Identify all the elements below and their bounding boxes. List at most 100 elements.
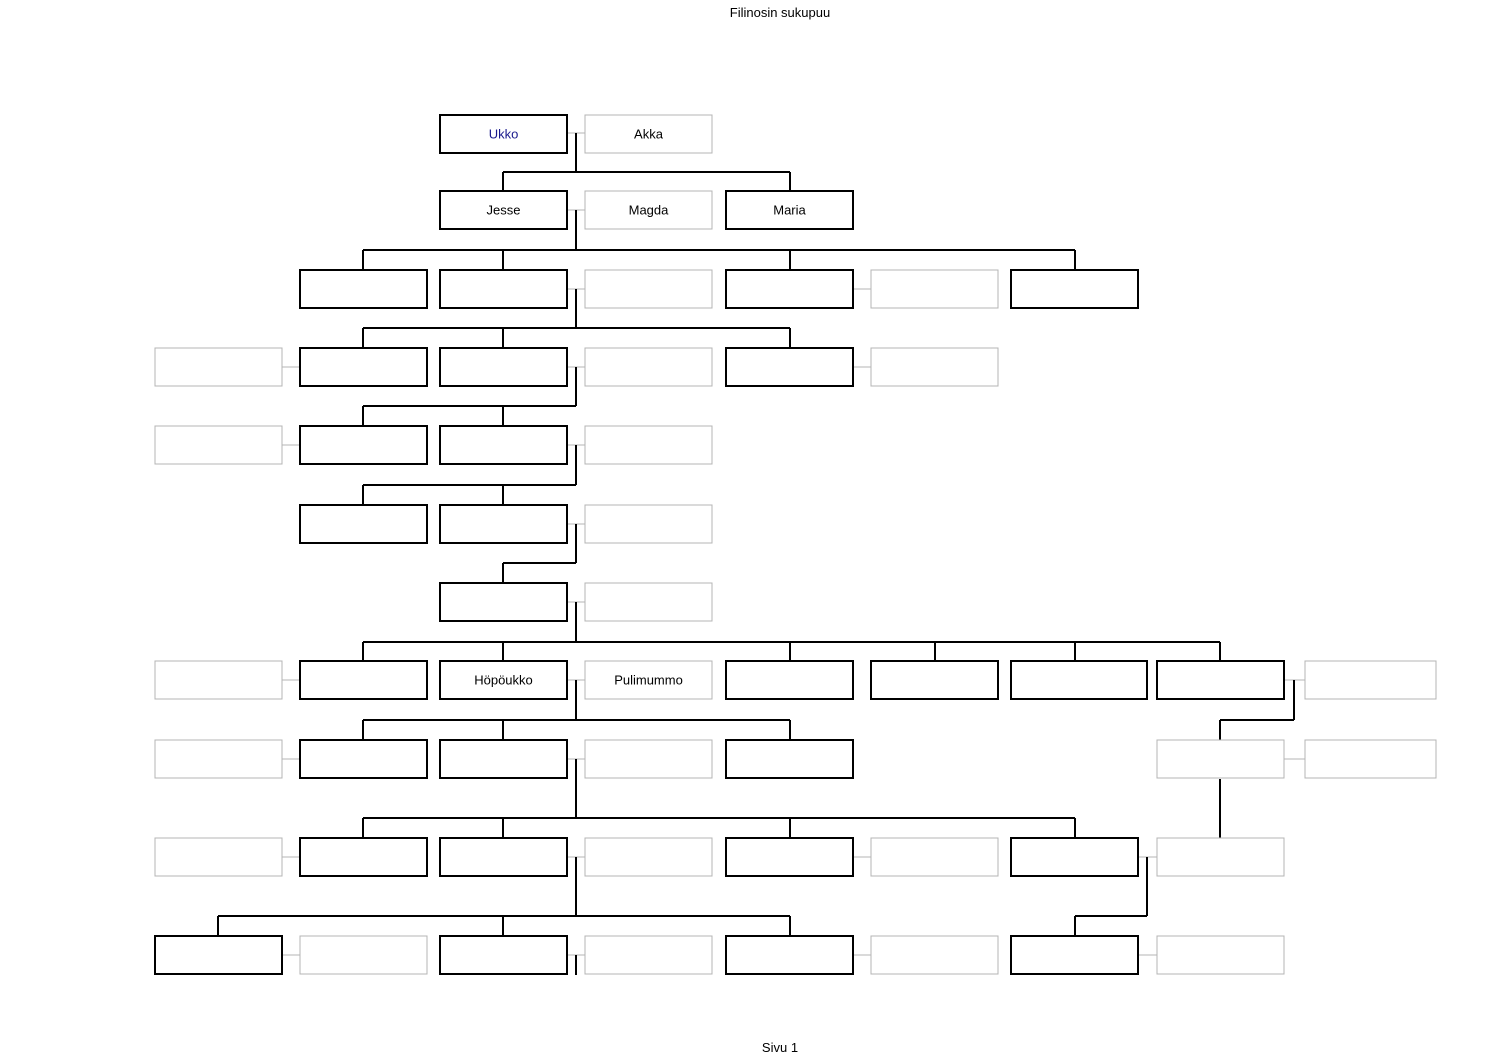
person-name: Maria <box>773 203 806 218</box>
person-box-frame <box>299 935 428 975</box>
person-box[interactable] <box>299 660 428 700</box>
person-box-frame <box>299 660 428 700</box>
person-box-frame <box>584 837 713 877</box>
spouse-person-box[interactable] <box>1304 660 1437 700</box>
spouse-person-box[interactable] <box>870 269 999 309</box>
person-box[interactable] <box>154 935 283 975</box>
spouse-person-box[interactable] <box>584 837 713 877</box>
person-box-frame <box>584 114 713 154</box>
spouse-person-box[interactable] <box>154 347 283 387</box>
person-box[interactable] <box>439 425 568 465</box>
person-box-frame <box>299 504 428 544</box>
person-box-frame <box>584 660 713 700</box>
person-box-ukko[interactable]: Ukko <box>439 114 568 154</box>
person-name: Ukko <box>489 127 519 142</box>
person-name: Höpöukko <box>474 673 533 688</box>
page-title: Filinosin sukupuu <box>729 5 831 20</box>
person-box-frame <box>299 739 428 779</box>
spouse-person-box-pulimummo[interactable]: Pulimummo <box>584 660 713 700</box>
spouse-person-box[interactable] <box>584 582 713 622</box>
person-box-frame <box>870 269 999 309</box>
person-box[interactable] <box>439 504 568 544</box>
spouse-person-box[interactable] <box>154 425 283 465</box>
spouse-person-box[interactable] <box>1156 837 1285 877</box>
person-name: Pulimummo <box>614 673 683 688</box>
person-box-frame <box>1010 660 1148 700</box>
person-box-frame <box>439 190 568 230</box>
person-box-frame <box>1010 837 1139 877</box>
spouse-person-box[interactable] <box>299 935 428 975</box>
spouse-person-box[interactable] <box>1304 739 1437 779</box>
person-box-frame <box>584 425 713 465</box>
person-box-frame <box>299 269 428 309</box>
person-box-maria[interactable]: Maria <box>725 190 854 230</box>
person-box[interactable] <box>299 269 428 309</box>
spouse-person-box[interactable] <box>870 935 999 975</box>
person-box-hopoukko[interactable]: Höpöukko <box>439 660 568 700</box>
person-box[interactable] <box>725 837 854 877</box>
person-box-frame <box>725 347 854 387</box>
person-box[interactable] <box>725 739 854 779</box>
person-box[interactable] <box>299 347 428 387</box>
person-box[interactable] <box>439 347 568 387</box>
person-box[interactable] <box>299 504 428 544</box>
person-box[interactable] <box>725 269 854 309</box>
person-box-jesse[interactable]: Jesse <box>439 190 568 230</box>
person-box[interactable] <box>439 837 568 877</box>
spouse-person-box[interactable] <box>584 739 713 779</box>
person-box-frame <box>439 935 568 975</box>
spouse-person-box[interactable] <box>1156 935 1285 975</box>
person-name: Akka <box>634 127 664 142</box>
person-box-frame <box>1156 837 1285 877</box>
spouse-person-box[interactable] <box>1156 739 1285 779</box>
person-box[interactable] <box>299 425 428 465</box>
person-box[interactable] <box>1010 935 1139 975</box>
person-box[interactable] <box>439 739 568 779</box>
person-box-frame <box>154 660 283 700</box>
spouse-person-box[interactable] <box>584 935 713 975</box>
spouse-person-box[interactable] <box>870 837 999 877</box>
person-box-frame <box>584 504 713 544</box>
spouse-person-box-akka[interactable]: Akka <box>584 114 713 154</box>
person-box-frame <box>1010 935 1139 975</box>
person-box[interactable] <box>439 269 568 309</box>
spouse-person-box[interactable] <box>154 660 283 700</box>
person-box[interactable] <box>1010 837 1139 877</box>
spouse-person-box[interactable] <box>584 504 713 544</box>
spouse-person-box[interactable] <box>584 269 713 309</box>
spouse-person-box[interactable] <box>154 837 283 877</box>
person-box-frame <box>870 837 999 877</box>
person-box[interactable] <box>1156 660 1285 700</box>
spouse-person-box[interactable] <box>870 347 999 387</box>
person-box-frame <box>870 347 999 387</box>
person-box-frame <box>725 837 854 877</box>
person-box[interactable] <box>299 837 428 877</box>
person-box-frame <box>725 269 854 309</box>
person-box-frame <box>299 837 428 877</box>
person-box[interactable] <box>1010 660 1148 700</box>
person-box[interactable] <box>725 347 854 387</box>
person-box[interactable] <box>870 660 999 700</box>
person-box[interactable] <box>725 660 854 700</box>
person-box-frame <box>439 504 568 544</box>
person-box-frame <box>870 660 999 700</box>
spouse-person-box-magda[interactable]: Magda <box>584 190 713 230</box>
person-box-frame <box>725 190 854 230</box>
person-box-frame <box>439 582 568 622</box>
person-box-frame <box>584 582 713 622</box>
person-box-frame <box>584 935 713 975</box>
person-box-frame <box>299 425 428 465</box>
spouse-person-box[interactable] <box>154 739 283 779</box>
person-box-frame <box>154 739 283 779</box>
person-box[interactable] <box>439 935 568 975</box>
person-box-frame <box>439 739 568 779</box>
person-box[interactable] <box>1010 269 1139 309</box>
person-box-frame <box>1156 660 1285 700</box>
spouse-person-box[interactable] <box>584 347 713 387</box>
spouse-person-box[interactable] <box>584 425 713 465</box>
person-box-frame <box>154 347 283 387</box>
person-box[interactable] <box>439 582 568 622</box>
person-box[interactable] <box>299 739 428 779</box>
person-box[interactable] <box>725 935 854 975</box>
